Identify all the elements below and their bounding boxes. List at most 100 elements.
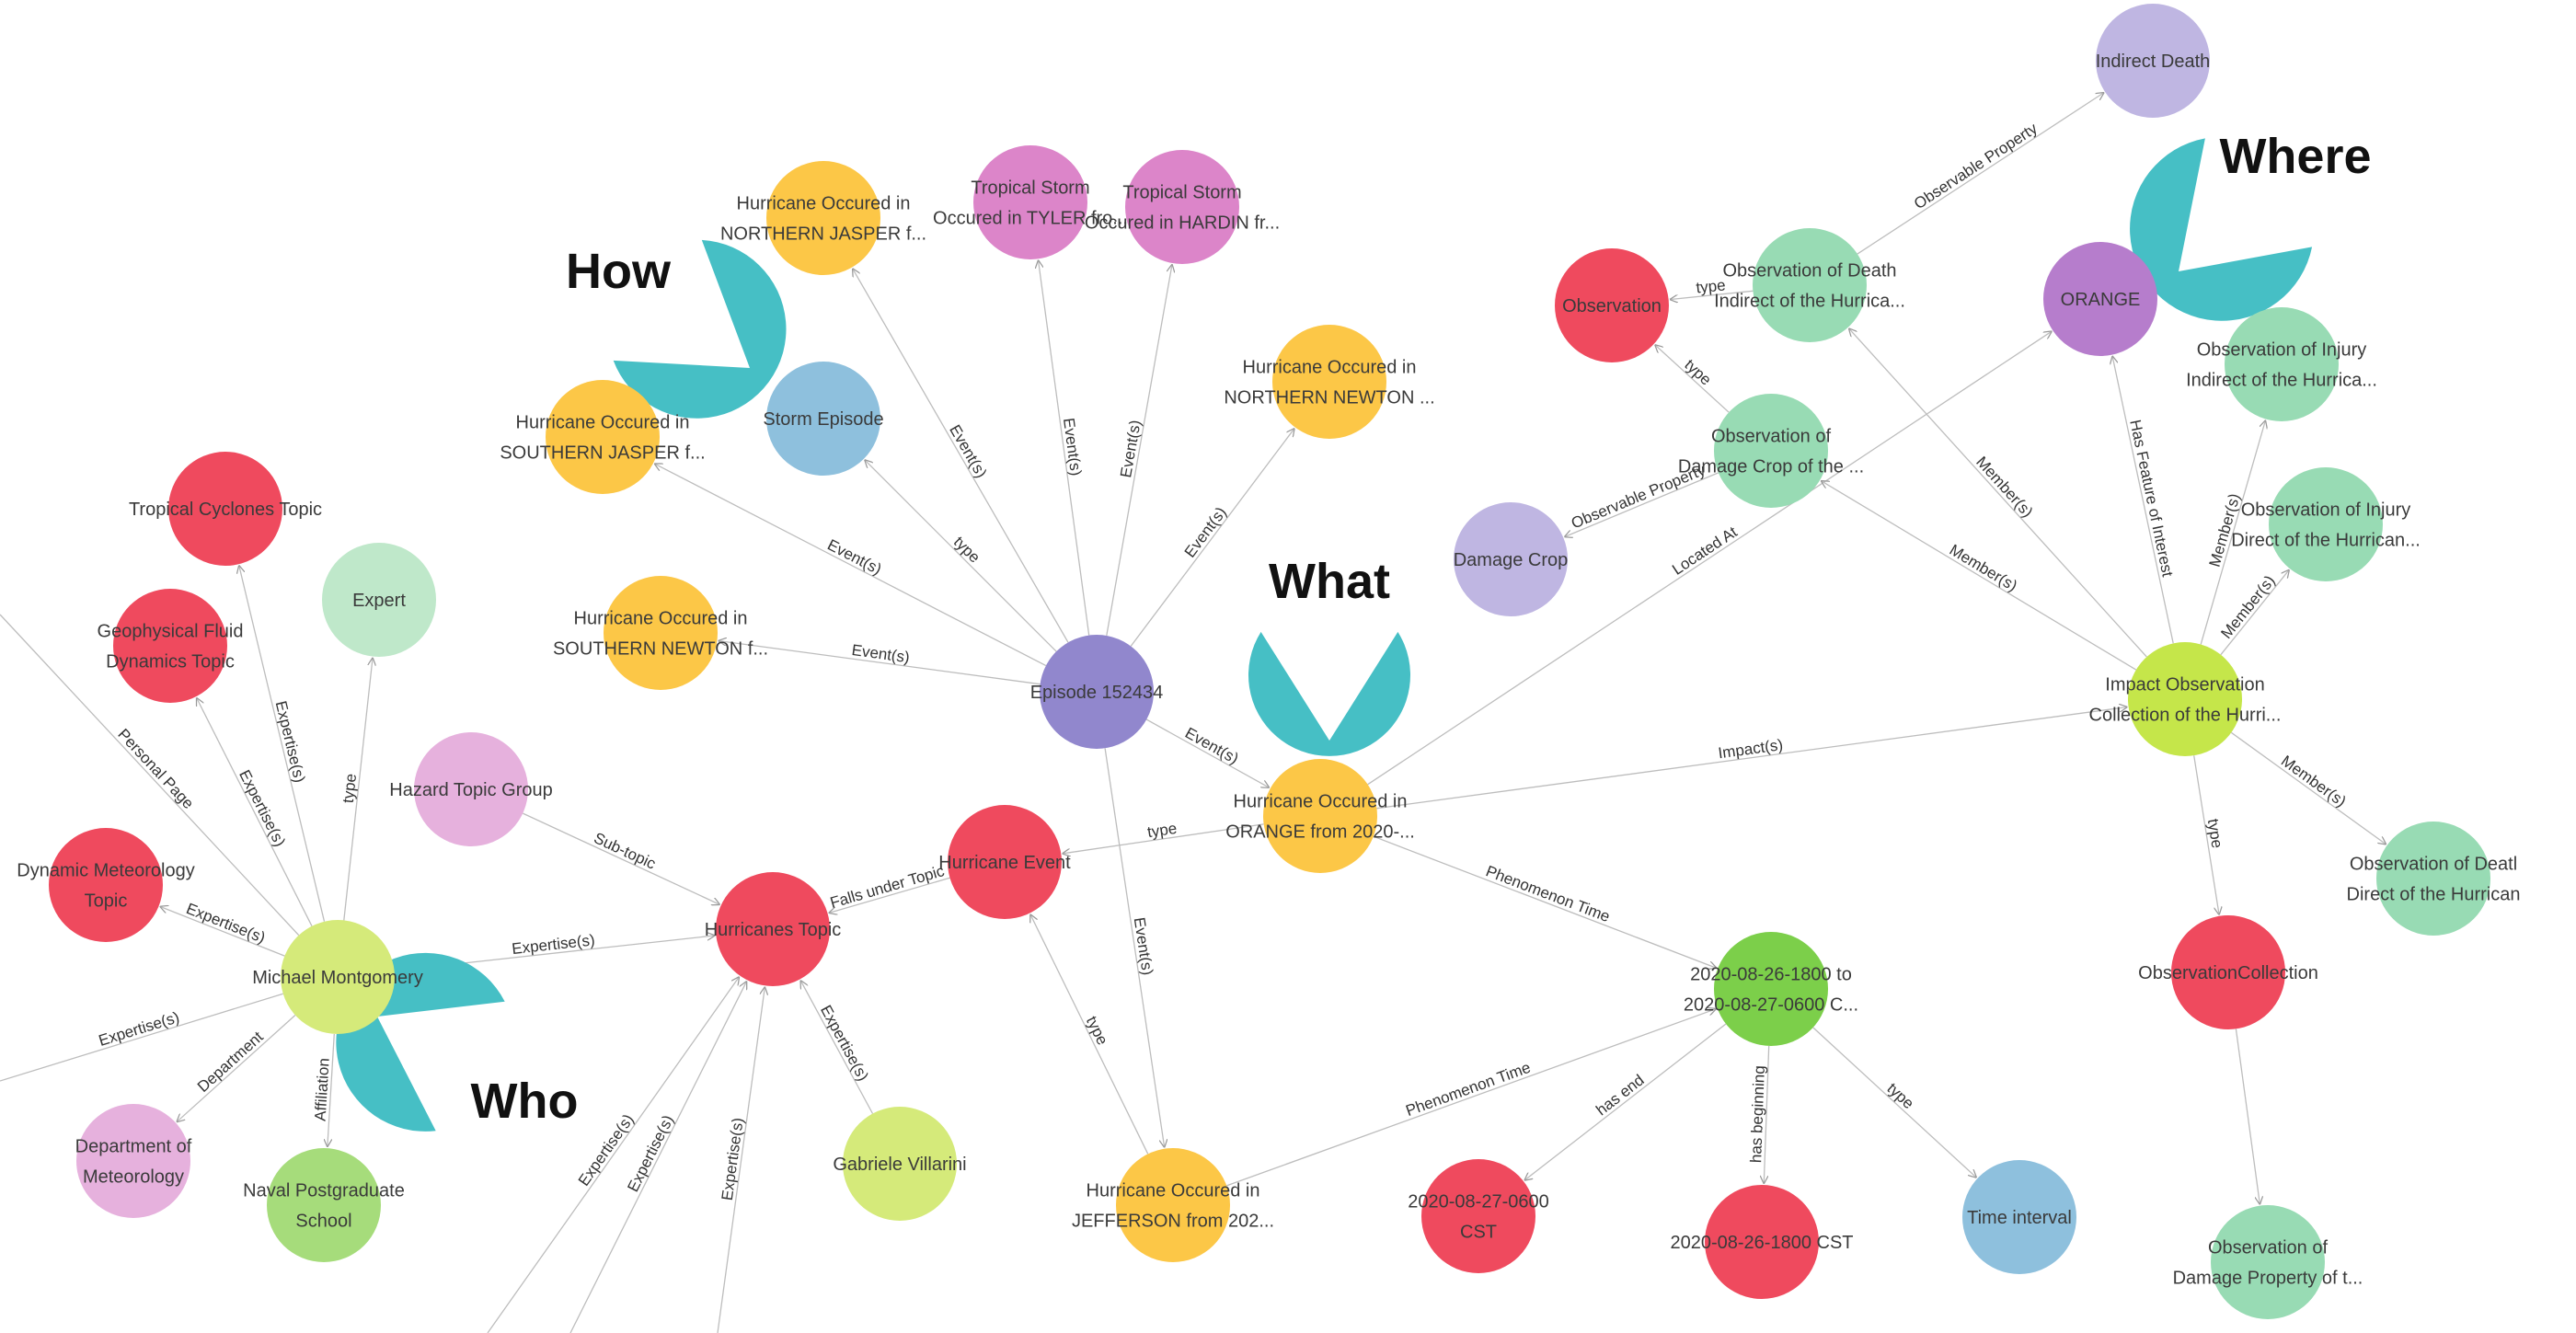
edge-label-type: type xyxy=(1883,1079,1917,1112)
node-label: Impact Observation xyxy=(2105,675,2264,695)
node-tropical-cyclones[interactable]: Tropical Cyclones Topic xyxy=(129,452,322,566)
node-circle xyxy=(1714,932,1828,1046)
edge-line xyxy=(1226,1009,1716,1187)
callout-how: How xyxy=(566,239,787,419)
node-circle xyxy=(1962,1160,2076,1274)
edge-line xyxy=(1525,1023,1727,1180)
edge-label-member-s: Member(s) xyxy=(2278,752,2350,810)
node-label: School xyxy=(295,1212,351,1232)
node-observation-collection[interactable]: ObservationCollection xyxy=(2138,915,2318,1029)
node-damage-crop[interactable]: Damage Crop xyxy=(1454,502,1569,616)
node-label: Damage Crop xyxy=(1454,550,1569,570)
edge-line xyxy=(161,907,285,957)
edge-line xyxy=(1849,328,2147,658)
edge-label-event-s: Event(s) xyxy=(851,641,911,666)
node-label: Direct of the Hurrican xyxy=(2347,885,2521,905)
node-circle xyxy=(322,543,436,657)
node-label: Observation xyxy=(1562,296,1662,316)
edge-offscreen-bottom-1-to-hurricanes-topic: Expertise(s) xyxy=(487,977,739,1333)
node-hurricane-event[interactable]: Hurricane Event xyxy=(938,805,1071,919)
node-expert[interactable]: Expert xyxy=(322,543,436,657)
node-time-begin[interactable]: 2020-08-26-1800 CST xyxy=(1670,1185,1854,1299)
edge-line xyxy=(239,566,326,922)
node-label: Dynamic Meteorology xyxy=(17,861,194,881)
edge-hurricane-orange-to-hurricane-event: type xyxy=(1063,820,1264,854)
edge-label-type: type xyxy=(339,773,360,804)
edge-impact-collection-to-observation-collection: type xyxy=(2193,755,2226,914)
node-label: Occured in TYLER fro... xyxy=(933,209,1128,229)
node-label: Hurricane Occured in xyxy=(574,609,748,629)
node-circle xyxy=(1705,1185,1819,1299)
node-hurricanes-topic[interactable]: Hurricanes Topic xyxy=(705,872,842,986)
node-circle xyxy=(113,589,227,703)
node-indirect-death[interactable]: Indirect Death xyxy=(2096,4,2211,118)
edge-michael-to-tropical-cyclones: Expertise(s) xyxy=(239,566,326,922)
node-label: Time interval xyxy=(1967,1208,2072,1228)
node-time-interval[interactable]: Time interval xyxy=(1962,1160,2076,1274)
node-label: Indirect of the Hurrica... xyxy=(1714,292,1905,312)
node-label: Gabriele Villarini xyxy=(833,1155,966,1175)
node-circle xyxy=(716,872,830,986)
node-circle xyxy=(49,828,163,942)
edge-observation-collection-to-obs-damage-property xyxy=(2235,1028,2260,1203)
node-circle xyxy=(168,452,282,566)
edges-layer: Event(s)Event(s)Event(s)Event(s)Event(s)… xyxy=(0,93,2386,1333)
node-impact-collection[interactable]: Impact ObservationCollection of the Hurr… xyxy=(2089,642,2282,756)
node-circle xyxy=(2269,467,2383,581)
node-circle xyxy=(2096,4,2210,118)
edge-label-member-s: Member(s) xyxy=(1972,454,2036,522)
node-label: ORANGE xyxy=(2061,290,2141,310)
node-label: Storm Episode xyxy=(763,409,883,430)
edge-label-falls-under-topic: Falls under Topic xyxy=(828,862,947,912)
edge-label-event-s: Event(s) xyxy=(824,536,884,579)
edge-label-event-s: Event(s) xyxy=(1060,417,1085,477)
node-orange-county[interactable]: ORANGE xyxy=(2043,242,2157,356)
edge-time-range-to-time-interval: type xyxy=(1812,1027,1976,1178)
node-episode[interactable]: Episode 152434 xyxy=(1030,635,1164,749)
node-circle xyxy=(843,1107,957,1221)
edge-line xyxy=(1063,823,1264,854)
edge-line xyxy=(1565,472,1719,537)
edge-line xyxy=(178,1015,296,1122)
edge-line xyxy=(2230,731,2386,844)
node-michael[interactable]: Michael Montgomery xyxy=(252,920,423,1034)
edge-label-has-feature-of-interest: Has Feature of Interest xyxy=(2126,419,2176,579)
edge-label-event-s: Event(s) xyxy=(1182,724,1242,767)
node-label: Observation of xyxy=(1711,427,1832,447)
node-circle xyxy=(973,145,1087,259)
node-gabriele[interactable]: Gabriele Villarini xyxy=(833,1107,967,1221)
edge-line xyxy=(830,877,950,913)
edge-line xyxy=(1030,915,1149,1155)
node-storm-episode[interactable]: Storm Episode xyxy=(763,362,884,476)
node-hazard-topic-group[interactable]: Hazard Topic Group xyxy=(389,732,553,846)
edge-label-sub-topic: Sub-topic xyxy=(592,829,660,873)
callout-marker-shape xyxy=(1248,631,1411,756)
edge-label-expertise-s: Expertise(s) xyxy=(272,699,309,785)
node-label: Observation of Death xyxy=(1723,261,1897,282)
node-label: Tropical Storm xyxy=(971,178,1089,199)
edge-michael-to-expert: type xyxy=(339,659,373,921)
edge-label-phenomenon-time: Phenomenon Time xyxy=(1483,862,1612,925)
node-observation[interactable]: Observation xyxy=(1555,248,1669,362)
